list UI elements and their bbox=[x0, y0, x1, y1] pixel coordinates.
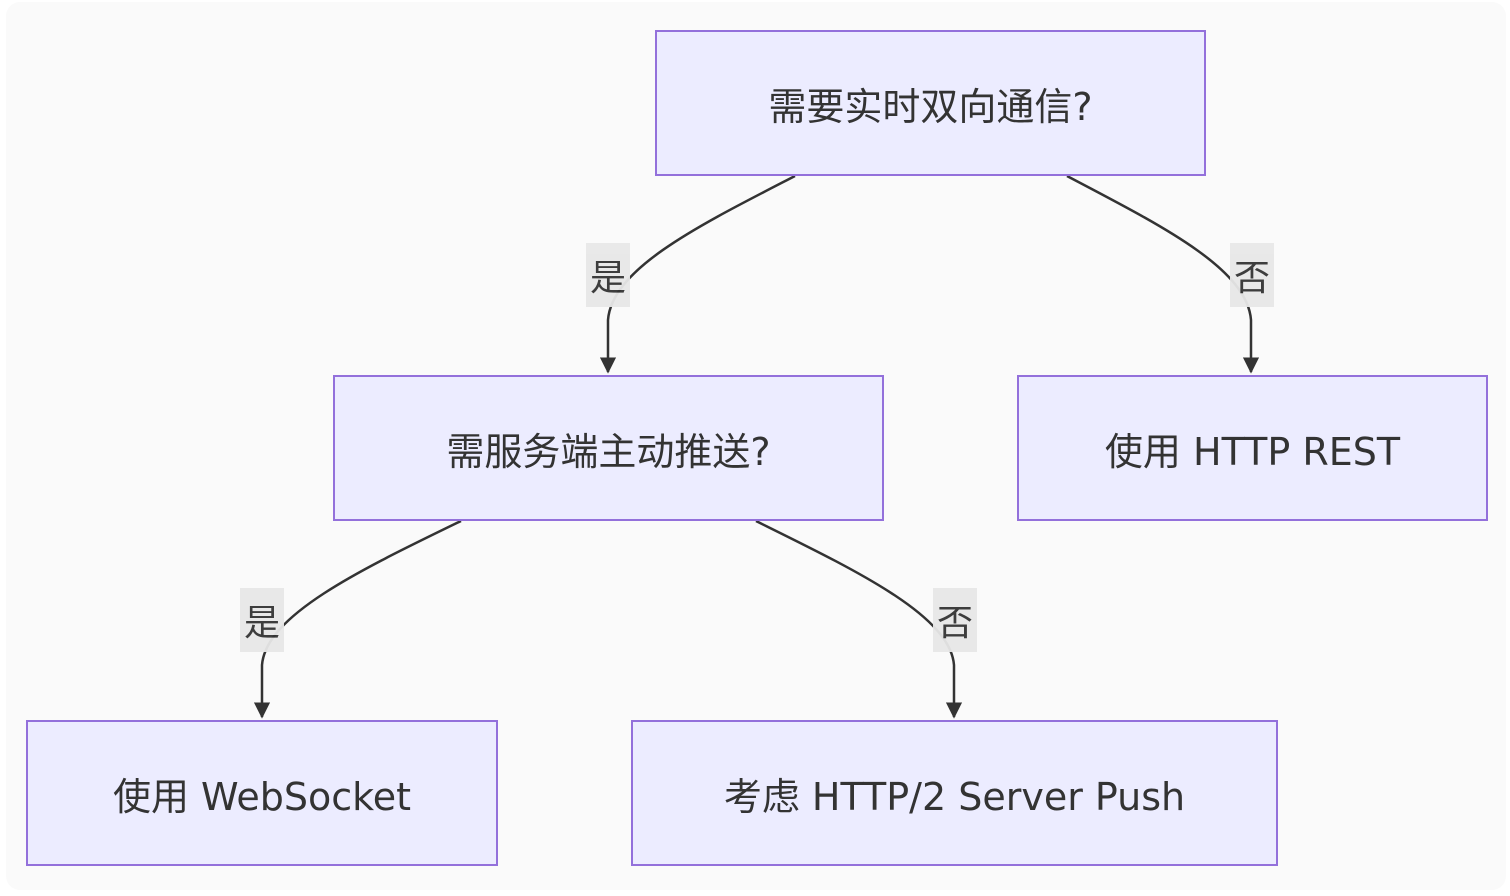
edge-q2-to-push bbox=[755, 519, 963, 719]
node-label: 需服务端主动推送? bbox=[446, 429, 771, 474]
node-use-websocket[interactable]: 使用 WebSocket bbox=[26, 720, 498, 866]
node-label: 考虑 HTTP/2 Server Push bbox=[723, 774, 1186, 819]
node-realtime-bidirectional[interactable]: 需要实时双向通信? bbox=[655, 30, 1206, 176]
edge-q1-to-q2 bbox=[599, 174, 796, 374]
edge-label-q1-no: 否 bbox=[1230, 243, 1274, 307]
edge-q2-to-ws bbox=[253, 519, 462, 719]
edge-label-q1-yes: 是 bbox=[586, 243, 630, 307]
node-server-push-needed[interactable]: 需服务端主动推送? bbox=[333, 375, 884, 521]
edge-label-q2-yes: 是 bbox=[240, 588, 284, 652]
edge-label-q2-no: 否 bbox=[933, 588, 977, 652]
node-label: 使用 HTTP REST bbox=[1104, 429, 1401, 474]
node-label: 需要实时双向通信? bbox=[768, 84, 1093, 129]
node-http2-server-push[interactable]: 考虑 HTTP/2 Server Push bbox=[631, 720, 1278, 866]
node-use-http-rest[interactable]: 使用 HTTP REST bbox=[1017, 375, 1488, 521]
edge-q1-to-rest bbox=[1066, 174, 1260, 374]
node-label: 使用 WebSocket bbox=[112, 774, 412, 819]
